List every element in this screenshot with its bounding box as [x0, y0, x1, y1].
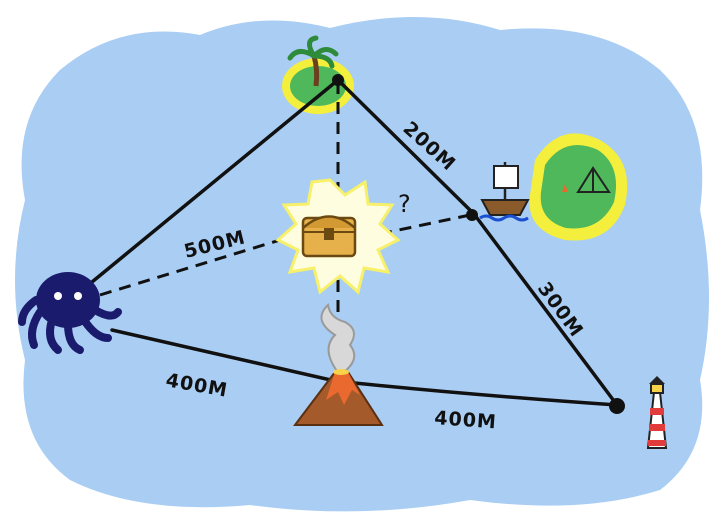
octopus-icon — [18, 272, 122, 354]
lighthouse-icon — [646, 376, 668, 449]
label-400m-right: 400M — [434, 407, 498, 433]
volcano-icon — [292, 302, 384, 426]
edge-ship-lighthouse — [472, 212, 619, 407]
vertex-ship — [466, 209, 478, 221]
tent-island-icon — [529, 133, 628, 241]
edge-octopus-palm — [90, 78, 340, 284]
treasure-chest-icon — [275, 178, 401, 295]
vertex-palm — [332, 74, 344, 86]
dashed-octopus-treasure — [99, 238, 281, 297]
edge-palm-ship — [336, 78, 476, 216]
vertex-lighthouse — [609, 398, 625, 414]
palm-tree-island-icon — [282, 35, 354, 114]
label-unknown: ? — [398, 190, 411, 218]
pirate-ship-icon — [479, 162, 530, 222]
